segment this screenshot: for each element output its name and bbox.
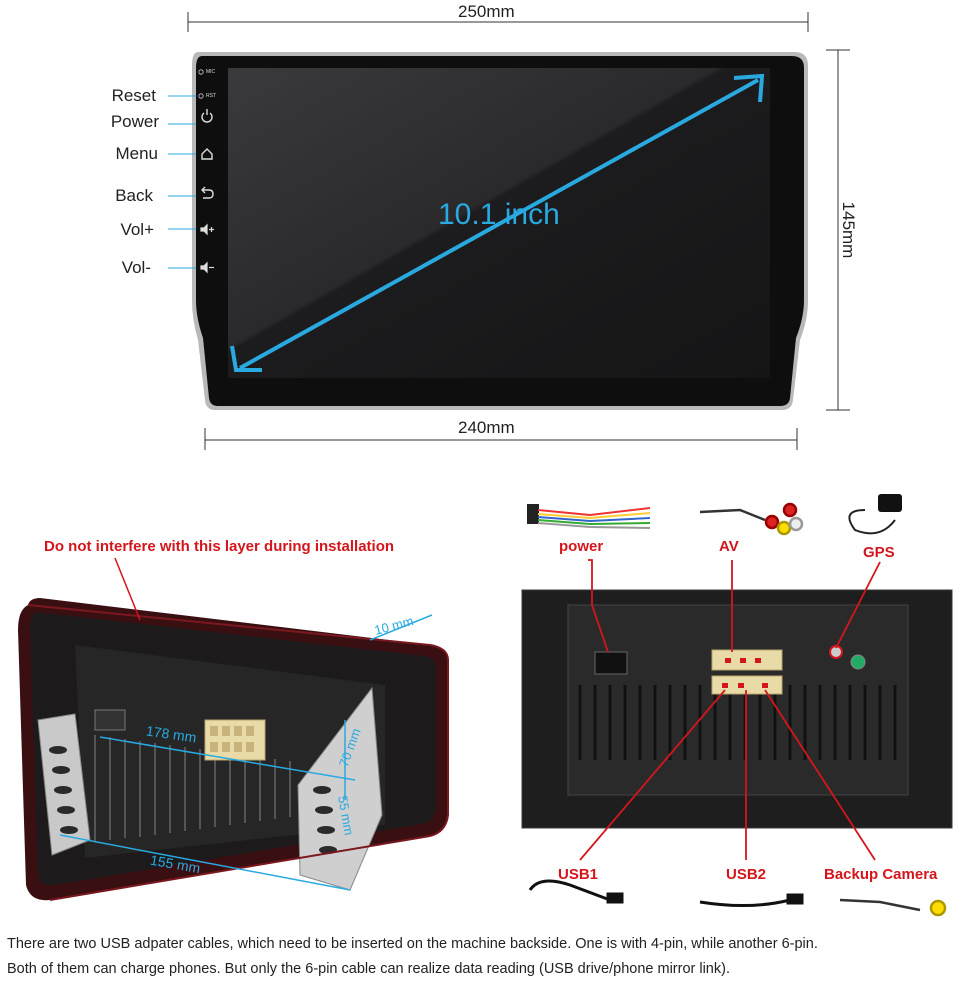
footer-line-1: There are two USB adpater cables, which … (7, 936, 818, 952)
front-view-diagram (168, 12, 850, 450)
reset-label: Reset (111, 86, 156, 105)
usb1-cable-icon (528, 879, 624, 904)
install-view-diagram (18, 557, 449, 901)
rear-view-diagram (521, 494, 953, 917)
gps-antenna-icon (848, 494, 902, 535)
power-pointer (588, 559, 609, 653)
power-icon (201, 109, 213, 123)
back-arrow-icon (201, 186, 214, 199)
usb1-label: USB1 (558, 866, 599, 883)
footer-text: There are two USB adpater cables, which … (7, 932, 969, 982)
usb2-cable-icon (699, 893, 804, 908)
back-label: Back (115, 186, 153, 205)
backup-camera-cable-icon (839, 898, 947, 917)
right-bracket (297, 686, 383, 891)
warning-pointer (114, 557, 141, 621)
power-port (594, 651, 628, 675)
av-cable-icon (699, 502, 804, 536)
vol-down-label: Vol- (121, 258, 151, 277)
warning-label: Do not interfere with this layer during … (44, 538, 395, 555)
dim-bottom-line (59, 834, 351, 891)
diagonal-arrow (239, 78, 759, 370)
gps-label: GPS (863, 544, 895, 561)
bottom-dimension-label: 240mm (458, 418, 515, 437)
top-dimension-label: 250mm (458, 2, 515, 21)
gps-pointer (835, 561, 881, 649)
reset-hole-icon (198, 93, 204, 99)
volume-down-icon (200, 261, 214, 274)
right-dimension-label: 145mm (839, 201, 858, 259)
dim-depth-line (369, 614, 433, 641)
mic-label: MIC (206, 69, 216, 75)
usb1-pointer (579, 689, 726, 861)
backup-camera-label: Backup Camera (824, 866, 938, 883)
usb-port-block (711, 675, 783, 695)
home-icon (201, 148, 213, 160)
usb2-label: USB2 (726, 866, 767, 883)
volume-up-icon (200, 223, 214, 236)
power-label: Power (110, 112, 159, 131)
av-label: AV (719, 538, 739, 555)
mic-hole-icon (198, 69, 204, 75)
menu-label: Menu (115, 144, 158, 163)
vol-up-label: Vol+ (120, 220, 154, 239)
power-label: power (559, 538, 604, 555)
av-port (711, 649, 783, 671)
power-harness-icon (527, 504, 651, 529)
rst-label: RST (206, 93, 216, 99)
gps-port (829, 645, 843, 659)
dim-width-line (99, 736, 356, 781)
backup-camera-pointer (764, 689, 876, 861)
diagonal-size-label: 10.1 inch (438, 198, 560, 231)
footer-line-2: Both of them can charge phones. But only… (7, 961, 730, 977)
